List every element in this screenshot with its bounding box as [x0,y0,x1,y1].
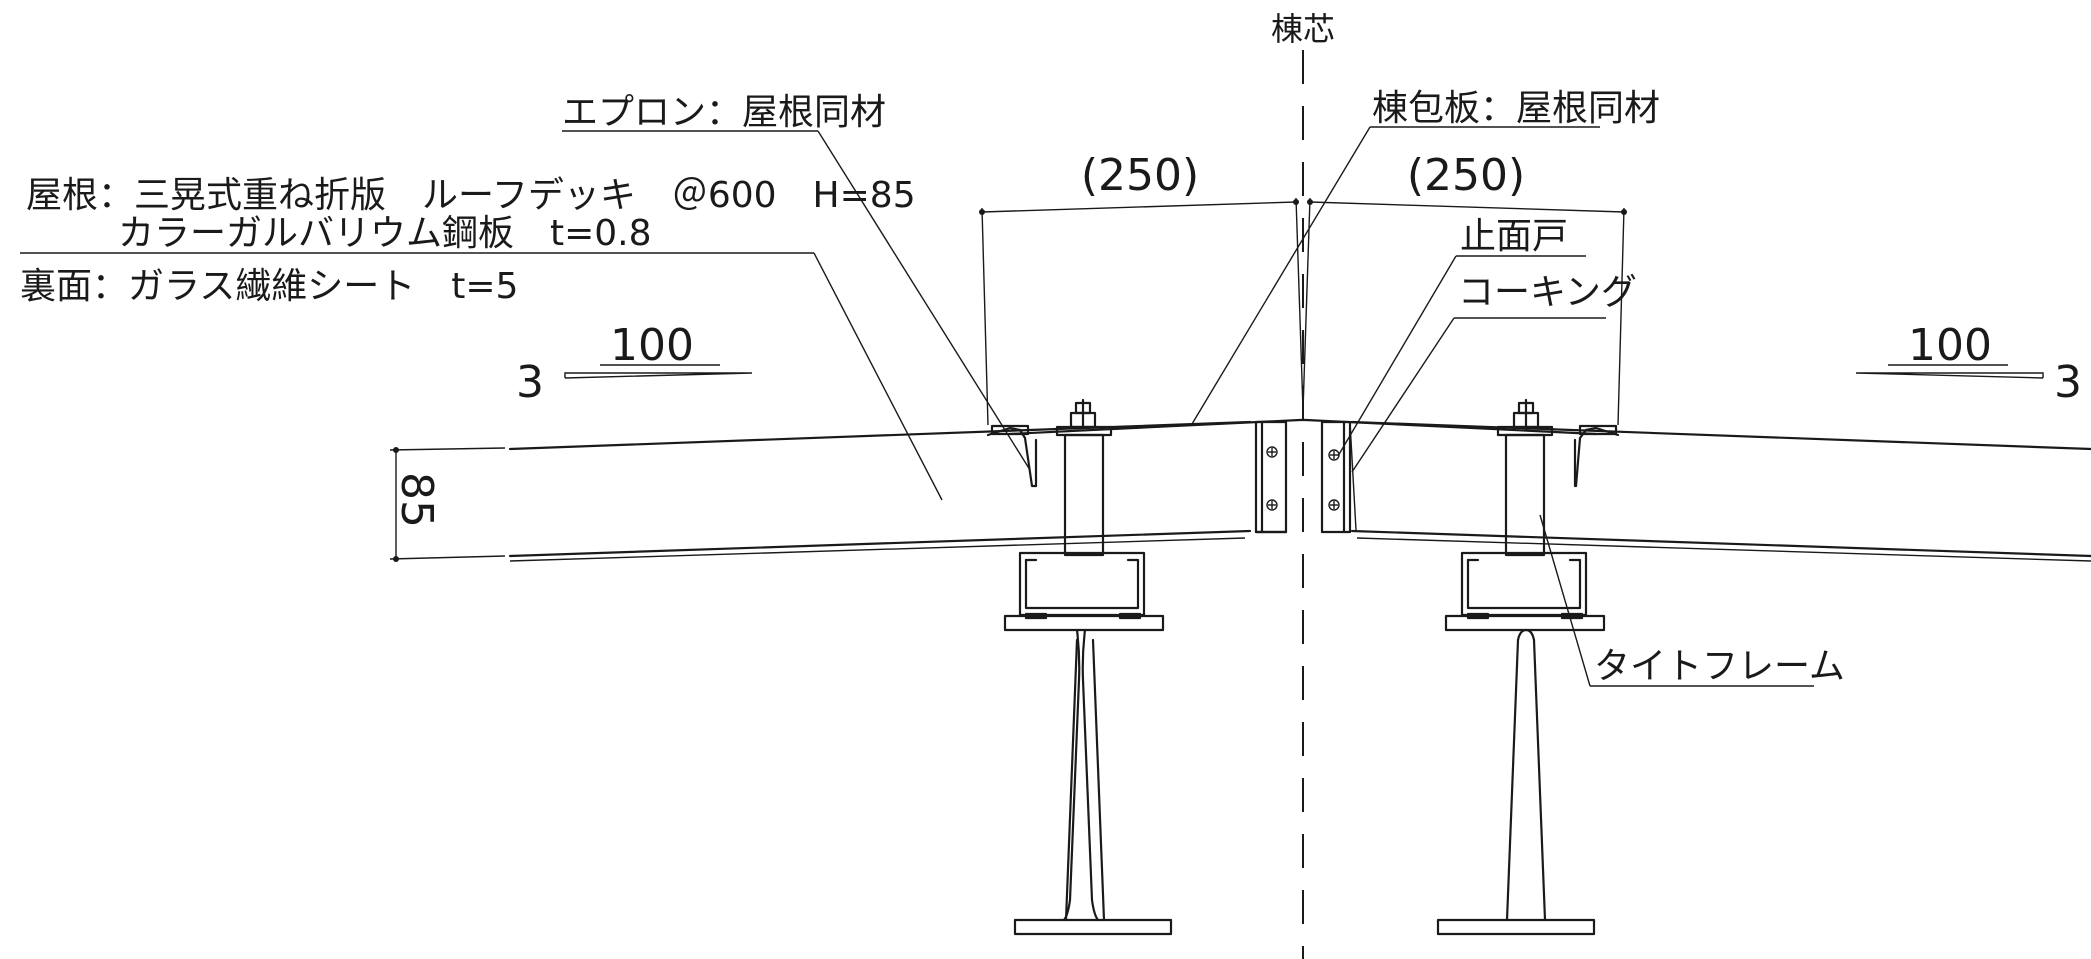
slope-right: 3 100 [1855,320,2082,408]
leader-tight-frame: タイトフレーム [1539,514,1845,687]
roof-spec-line1: 屋根：三晃式重ね折版 ルーフデッキ ＠600 H=85 [26,175,916,216]
leader-closure: 止面戸 [1337,216,1586,457]
leader-ridge-cover: 棟包板：屋根同材 [1191,88,1660,425]
left-h-beam [1003,614,1173,936]
height-85-label: 85 [391,472,442,528]
dimension-right-250: (250) [1302,150,1627,426]
slope-left: 3 100 [516,320,753,408]
slope-right-rise: 3 [2054,357,2082,408]
roof-spec-line2: カラーガルバリウム鋼板 t=0.8 [118,213,652,254]
left-250-label: (250) [1081,150,1199,201]
right-tight-frame [1496,398,1554,557]
right-h-beam [1436,614,1606,936]
left-closure [1254,420,1288,534]
leader-apron: エプロン：屋根同材 [562,92,1031,471]
right-250-label: (250) [1407,150,1525,201]
leader-caulking: コーキング [1351,272,1637,473]
caulking-label: コーキング [1458,272,1637,313]
left-roof-panel [508,420,1252,562]
slope-left-rise: 3 [516,357,544,408]
right-closure [1320,420,1357,534]
slope-left-run: 100 [610,320,694,371]
right-roof-panel [1350,420,2091,562]
apron-label: エプロン：屋根同材 [562,92,886,133]
dimension-height: 85 [389,447,506,562]
slope-right-run: 100 [1908,320,1992,371]
left-tight-frame [1055,398,1113,557]
tight-frame-label: タイトフレーム [1594,646,1845,687]
ridge-cover-plate [1008,418,1598,436]
back-face-label: 裏面：ガラス繊維シート t=5 [20,266,518,307]
left-purlin [1018,551,1146,620]
closure-label: 止面戸 [1460,216,1568,257]
ridge-cover-label: 棟包板：屋根同材 [1372,88,1660,129]
dimension-left-250: (250) [979,150,1304,426]
leader-roof: 屋根：三晃式重ね折版 ルーフデッキ ＠600 H=85 カラーガルバリウム鋼板 … [20,175,943,501]
ridge-center-label: 棟芯 [1271,10,1335,48]
